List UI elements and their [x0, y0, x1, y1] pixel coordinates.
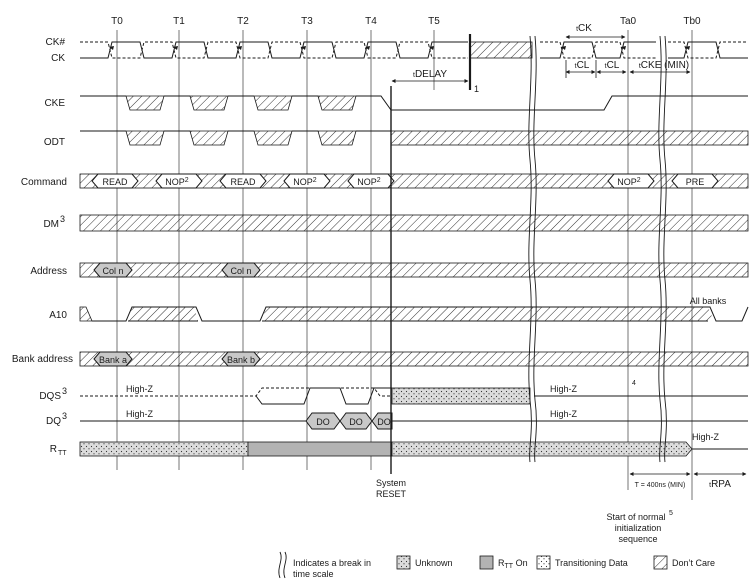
ck-edge-arrows	[109, 46, 690, 50]
t400-label: T = 400ns (MIN)	[635, 482, 686, 489]
signal-label-address: Address	[30, 266, 67, 277]
dq-do-2: DO	[349, 417, 363, 427]
a10-all-banks-label: All banks	[690, 296, 727, 306]
break-lines	[528, 35, 667, 463]
dm-bus	[79, 214, 749, 232]
bank-address-b: Bank b	[227, 355, 255, 365]
legend-transitioning-swatch	[536, 555, 551, 570]
command-bus	[79, 173, 749, 189]
start-init-label-2: initialization	[615, 523, 662, 533]
command-pre: PRE	[686, 177, 705, 187]
dq-waveform	[80, 412, 748, 430]
ck-waveform	[80, 41, 748, 59]
clock-labels: T0 T1 T2 T3 T4 T5 Ta0 Tb0	[111, 16, 701, 27]
system-reset-label-2: RESET	[376, 489, 407, 499]
clock-label-ta0: Ta0	[620, 16, 637, 27]
legend-unknown-label: Unknown	[415, 558, 453, 568]
start-init-label-3: sequence	[618, 534, 657, 544]
legend-transitioning-label: Transitioning Data	[555, 558, 628, 568]
tcl-label-2: tCL	[605, 60, 620, 71]
signal-labels: CK# CK CKE ODT Command DM 3 Address A10 …	[12, 37, 73, 457]
signal-label-bank-address: Bank address	[12, 354, 73, 365]
bank-address-bus	[79, 351, 749, 367]
address-col-n-2: Col n	[230, 266, 251, 276]
rtt-waveform	[79, 441, 748, 457]
clock-reference-lines	[116, 30, 693, 500]
clock-label-t1: T1	[173, 16, 185, 27]
legend-dont-care-label: Don’t Care	[672, 558, 715, 568]
clock-label-t4: T4	[365, 16, 377, 27]
legend-break-label-2: time scale	[293, 569, 334, 579]
legend: Indicates a break in time scale Unknown …	[278, 551, 715, 579]
signal-label-ck-n: CK#	[46, 37, 66, 48]
clock-label-t5: T5	[428, 16, 440, 27]
signal-label-dqs: DQS	[39, 391, 61, 402]
cke-waveform	[80, 95, 748, 111]
timing-annotations	[391, 35, 691, 83]
clock-label-t2: T2	[237, 16, 249, 27]
signal-label-rtt: R	[50, 444, 57, 455]
signal-label-cke: CKE	[44, 98, 65, 109]
trpa-label: tRPA	[709, 479, 731, 490]
address-bus	[79, 262, 749, 278]
rtt-high-z-label: High-Z	[692, 432, 720, 442]
system-reset-label-1: System	[376, 478, 406, 488]
signal-label-dq-note: 3	[62, 411, 67, 421]
legend-rtt-on-label: RTT On	[498, 558, 528, 570]
note-4: 4	[632, 380, 636, 387]
signal-label-ck: CK	[51, 53, 65, 64]
odt-waveform	[80, 130, 749, 146]
tck-label: tCK	[576, 23, 592, 34]
dqs-high-z-label-2: High-Z	[550, 384, 578, 394]
signal-label-dm: DM	[43, 219, 59, 230]
a10-waveform	[79, 306, 749, 322]
dq-high-z-label-2: High-Z	[550, 409, 578, 419]
note-5: 5	[669, 510, 673, 517]
command-nop-4: NOP2	[617, 177, 641, 187]
dqs-waveform	[80, 387, 748, 405]
command-nop-1: NOP2	[165, 177, 189, 187]
note-1: 1	[474, 84, 479, 94]
clock-label-tb0: Tb0	[683, 16, 701, 27]
signal-label-rtt-sub: TT	[58, 450, 67, 457]
dq-do-1: DO	[316, 417, 330, 427]
legend-break-icon	[278, 551, 287, 579]
tdelay-label: tDELAY	[413, 69, 447, 80]
bank-address-a: Bank a	[99, 355, 127, 365]
legend-rtt-on-swatch	[479, 555, 494, 570]
command-nop-3: NOP2	[357, 177, 381, 187]
signal-label-a10: A10	[49, 310, 67, 321]
command-nop-2: NOP2	[293, 177, 317, 187]
start-init-label-1: Start of normal	[606, 512, 665, 522]
clock-label-t0: T0	[111, 16, 123, 27]
legend-unknown-swatch	[396, 555, 411, 570]
dq-do-3: DO	[377, 417, 391, 427]
tcke-min-label: tCKE (MIN)	[639, 60, 689, 71]
legend-dont-care-swatch	[653, 555, 668, 570]
tcl-label-1: tCL	[575, 60, 590, 71]
address-col-n-1: Col n	[102, 266, 123, 276]
signal-label-dqs-note: 3	[62, 386, 67, 396]
signal-label-odt: ODT	[44, 137, 65, 148]
command-read-1: READ	[102, 177, 128, 187]
command-read-2: READ	[230, 177, 256, 187]
signal-label-command: Command	[21, 177, 67, 188]
signal-label-dq: DQ	[46, 416, 61, 427]
clock-label-t3: T3	[301, 16, 313, 27]
dqs-high-z-label-1: High-Z	[126, 384, 154, 394]
ck-unknown-region	[469, 41, 533, 59]
legend-break-label-1: Indicates a break in	[293, 558, 371, 568]
signal-label-dm-note: 3	[60, 214, 65, 224]
dq-high-z-label-1: High-Z	[126, 409, 154, 419]
